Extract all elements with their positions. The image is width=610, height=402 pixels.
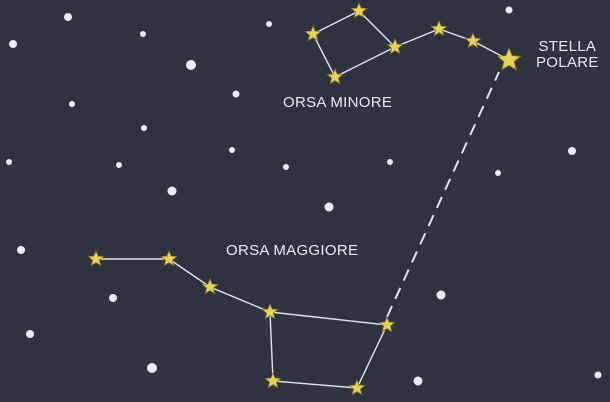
background-star [505, 6, 513, 14]
background-stars [6, 6, 602, 386]
background-star [186, 60, 196, 70]
ursa-minor-label: ORSA MINORE [283, 94, 393, 111]
background-star [266, 21, 272, 27]
background-star [109, 294, 117, 302]
star-icon [348, 378, 366, 396]
background-star [232, 90, 240, 98]
star-icon [378, 315, 396, 333]
background-star [324, 202, 334, 212]
background-star [6, 159, 12, 165]
star-icon [87, 249, 105, 267]
star-icon [261, 302, 279, 320]
star-icon [464, 31, 482, 49]
polaris-guide-line [386, 71, 500, 318]
star-icon [160, 249, 178, 267]
ursa-major-label: ORSA MAGGIORE [226, 242, 359, 259]
background-star [26, 330, 34, 338]
ursa-major-handle [96, 258, 271, 313]
background-star [69, 101, 75, 107]
star-icon [496, 46, 522, 71]
star-icon [326, 67, 344, 85]
star-icon [350, 1, 368, 19]
star-icon [264, 371, 282, 389]
star-icon [304, 24, 322, 42]
ursa-minor-handle [394, 28, 510, 61]
polaris-label-line2: POLARE [536, 54, 599, 71]
star-icon [430, 19, 448, 37]
star-icon [386, 37, 404, 55]
background-star [413, 376, 423, 386]
background-star [436, 290, 446, 300]
background-star [568, 147, 576, 155]
background-star [495, 170, 501, 176]
background-star [64, 13, 72, 21]
ursa-minor-lines [312, 10, 397, 78]
ursa-major-bowl [269, 311, 389, 389]
background-star [283, 164, 289, 170]
background-star [387, 159, 393, 165]
polaris-label: STELLA POLARE [536, 39, 599, 71]
star-icon [201, 277, 219, 295]
background-star [229, 147, 235, 153]
background-star [116, 162, 122, 168]
constellation-stars [87, 1, 522, 396]
background-star [167, 186, 177, 196]
background-star [140, 31, 146, 37]
background-star [17, 246, 25, 254]
background-star [141, 125, 147, 131]
background-star [147, 363, 157, 373]
background-star [594, 371, 602, 379]
background-star [9, 40, 17, 48]
polaris-label-line1: STELLA [538, 38, 597, 55]
